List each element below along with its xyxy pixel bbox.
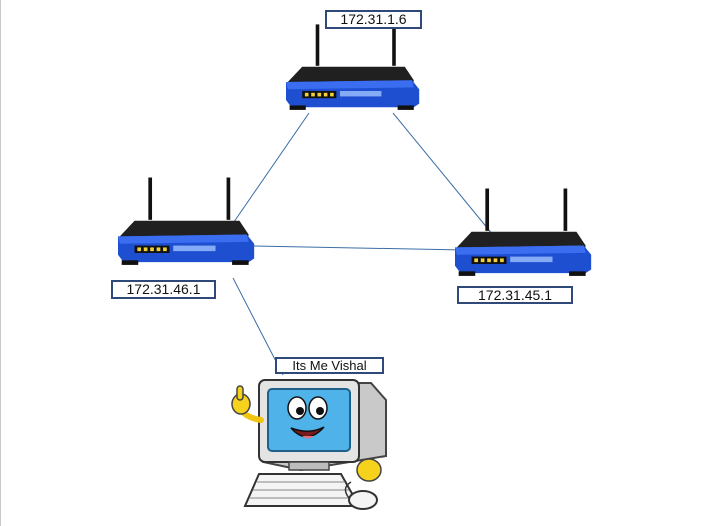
computer-icon: [231, 379, 387, 510]
router-top-ip-label: 172.31.1.6: [325, 10, 422, 29]
router-left-icon: [118, 177, 255, 265]
router-left-ip-label: 172.31.46.1: [111, 280, 216, 299]
link-top-right: [392, 112, 494, 236]
computer-label: Its Me Vishal: [275, 357, 384, 374]
router-right-icon: [455, 188, 592, 276]
network-links: [215, 112, 494, 376]
link-left-right: [252, 245, 465, 251]
router-top-icon: [286, 24, 420, 110]
router-right-ip-label: 172.31.45.1: [457, 286, 573, 304]
link-left-computer: [232, 277, 284, 376]
